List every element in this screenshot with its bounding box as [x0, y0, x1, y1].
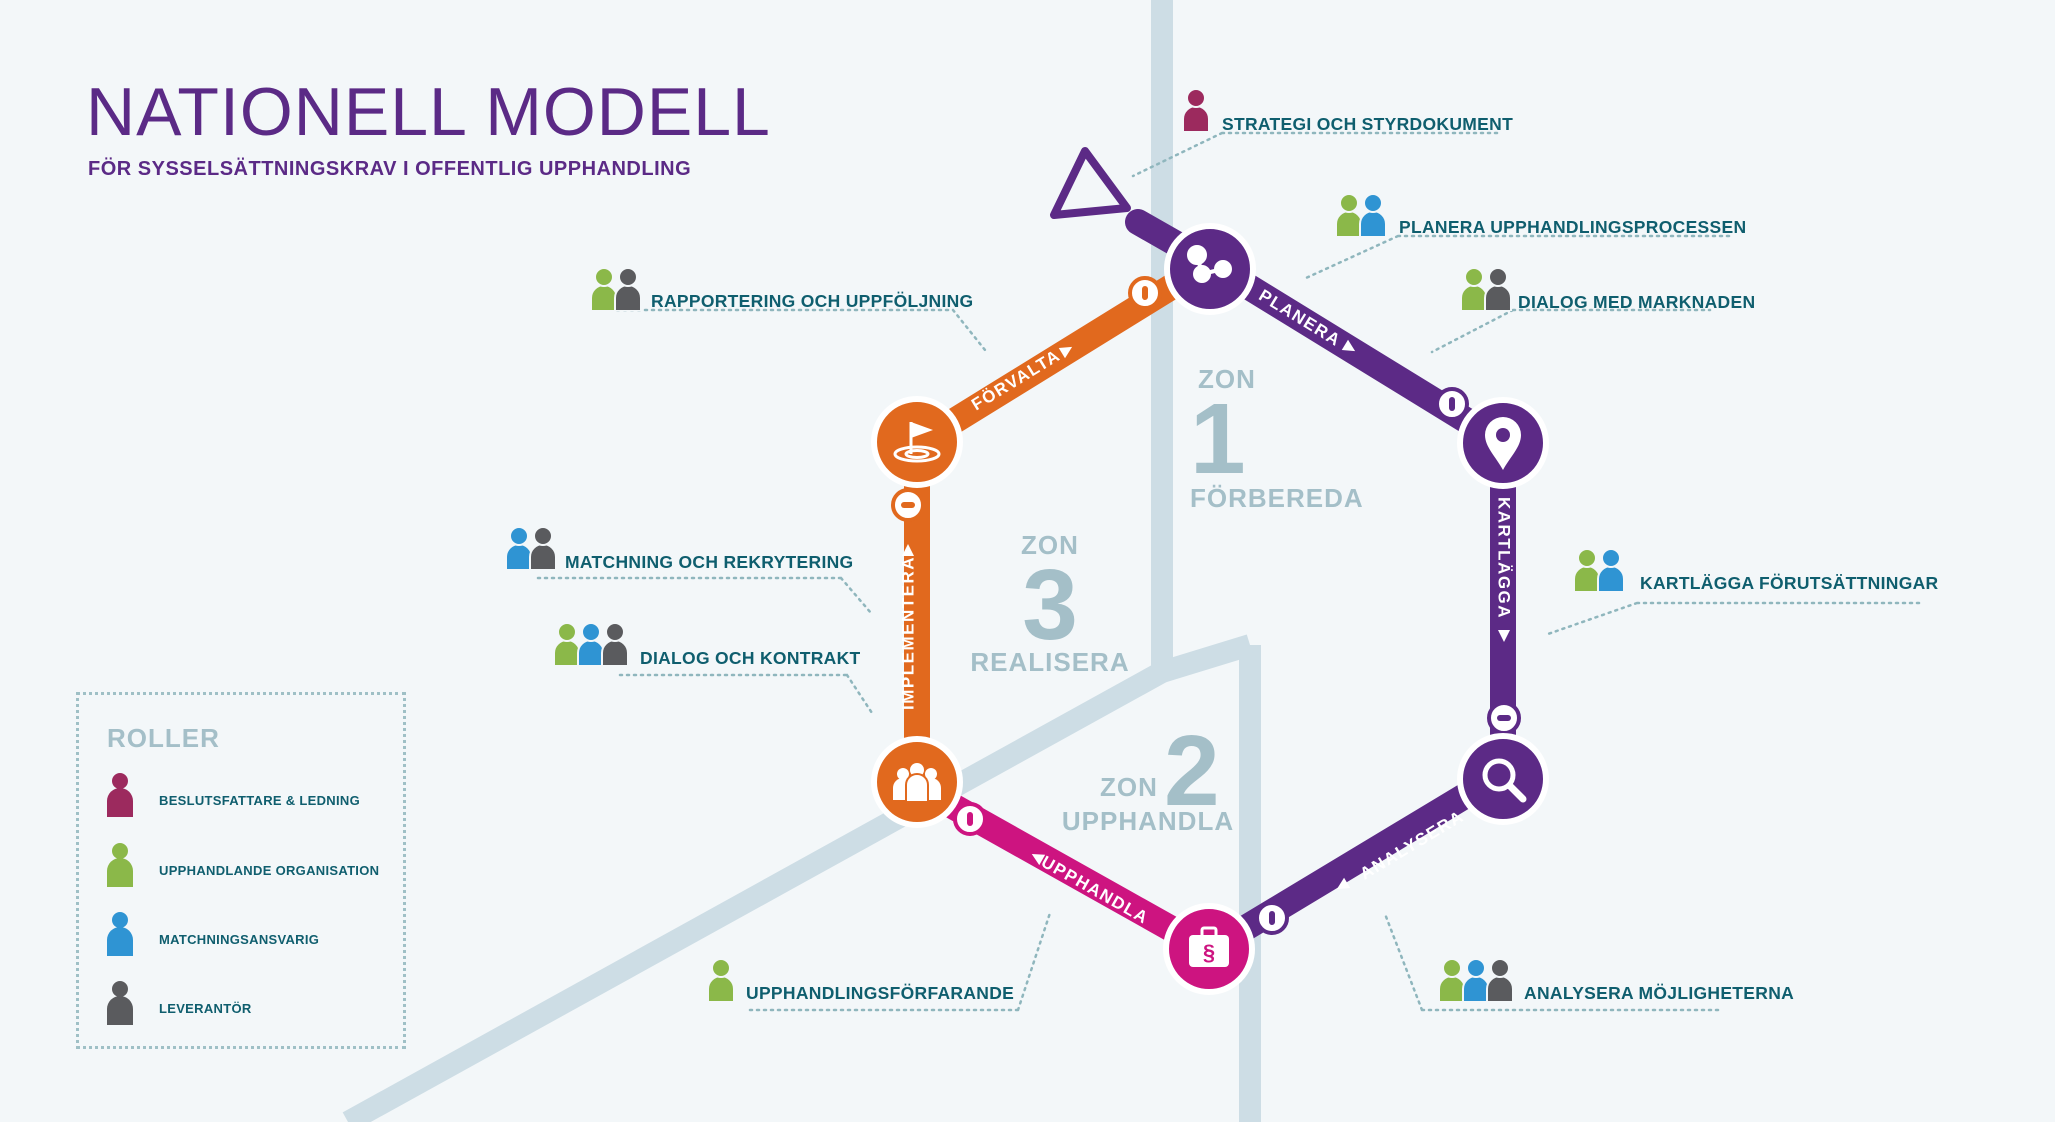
- activity-label: DIALOG OCH KONTRAKT: [640, 648, 861, 668]
- svg-text:§: §: [1203, 940, 1215, 965]
- legend-label: LEVERANTÖR: [159, 1001, 252, 1016]
- page-title: NATIONELL MODELL: [86, 74, 771, 150]
- track-label-upphandla: UPPHANDLA: [1038, 852, 1152, 928]
- checkpoint-icon: [1255, 901, 1289, 935]
- station-implementera: [871, 736, 963, 828]
- activity-label: UPPHANDLINGSFÖRFARANDE: [746, 983, 1015, 1003]
- person-icon-matchning: [505, 526, 533, 571]
- activity-label: STRATEGI OCH STYRDOKUMENT: [1222, 114, 1514, 134]
- person-icon-leverantor: [1486, 958, 1514, 1003]
- person-icon-upphandlande: [1438, 958, 1466, 1003]
- role-icons: [1438, 958, 1516, 1007]
- checkpoint-icon: [1435, 387, 1469, 421]
- person-icon-matchning: [1462, 958, 1490, 1003]
- person-icon-leverantor: [601, 622, 629, 667]
- people-group-icon: [893, 763, 941, 803]
- role-icons: [553, 622, 631, 671]
- activity-label: PLANERA UPPHANDLINGSPROCESSEN: [1399, 217, 1747, 237]
- role-icons: [505, 526, 559, 575]
- zone-number: 1: [1190, 383, 1246, 495]
- person-icon-beslutsfattare: [1182, 88, 1210, 133]
- person-icon-upphandlande: [707, 958, 735, 1003]
- activity-label: KARTLÄGGA FÖRUTSÄTTNINGAR: [1640, 573, 1939, 593]
- person-icon-leverantor: [614, 267, 642, 312]
- track-label-planera: PLANERA: [1256, 286, 1345, 351]
- role-icons: [1335, 193, 1389, 242]
- track-label-forvalta: FÖRVALTA: [968, 346, 1064, 415]
- track-label-kartlagga: KARTLÄGGA: [1495, 497, 1514, 619]
- legend-item: LEVERANTÖR: [105, 979, 395, 1029]
- role-icons: [1182, 88, 1212, 137]
- activity-label: MATCHNING OCH REKRYTERING: [565, 552, 854, 572]
- legend-label: MATCHNINGSANSVARIG: [159, 932, 320, 947]
- checkpoint-icon: [891, 488, 925, 522]
- legend-item: BESLUTSFATTARE & LEDNING: [105, 771, 395, 821]
- zone-name: FÖRBEREDA: [1190, 483, 1364, 513]
- role-icons: [1460, 267, 1514, 316]
- legend-item: UPPHANDLANDE ORGANISATION: [105, 841, 395, 891]
- leader-lines: [536, 131, 1924, 1012]
- map-pin-icon: [1485, 417, 1521, 470]
- person-icon: [107, 773, 133, 817]
- person-icon-upphandlande: [590, 267, 618, 312]
- zone-name: REALISERA: [970, 647, 1130, 677]
- checkpoint-icon: [1487, 701, 1521, 735]
- legend-title: ROLLER: [107, 723, 220, 753]
- legend-label: BESLUTSFATTARE & LEDNING: [159, 793, 360, 808]
- person-icon-matchning: [577, 622, 605, 667]
- activity-label: ANALYSERA MÖJLIGHETERNA: [1524, 983, 1795, 1003]
- person-icon-upphandlande: [1573, 548, 1601, 593]
- zone-number: 2: [1164, 715, 1220, 827]
- network-share-icon: [1187, 245, 1232, 283]
- start-arrow-icon: [1050, 147, 1131, 219]
- roles-legend: ROLLER BESLUTSFATTARE & LEDNING UPPHANDL…: [76, 692, 406, 1049]
- station-forvalta: [871, 396, 963, 488]
- page-subtitle: FÖR SYSSELSÄTTNINGSKRAV I OFFENTLIG UPPH…: [88, 158, 692, 180]
- person-icon-leverantor: [1484, 267, 1512, 312]
- checkpoint-icon: [953, 802, 987, 836]
- person-icon-leverantor: [529, 526, 557, 571]
- role-icons: [707, 958, 737, 1007]
- activity-label: DIALOG MED MARKNADEN: [1518, 292, 1756, 312]
- zone-1: ZON 1 FÖRBEREDA: [1190, 366, 1370, 511]
- role-icons: [590, 267, 644, 316]
- zone-word: ZON: [1021, 530, 1079, 560]
- magnifier-icon: [1482, 758, 1527, 803]
- person-icon-upphandlande: [1460, 267, 1488, 312]
- zone-word: ZON: [1198, 364, 1256, 394]
- legend-label: UPPHANDLANDE ORGANISATION: [159, 863, 380, 878]
- station-upphandla: §: [1163, 903, 1255, 995]
- legend-item: MATCHNINGSANSVARIG: [105, 910, 395, 960]
- person-icon-matchning: [1359, 193, 1387, 238]
- person-icon: [107, 912, 133, 956]
- person-icon: [107, 843, 133, 887]
- checkpoint-icon: [1128, 276, 1162, 310]
- station-planera: [1164, 223, 1256, 315]
- zone-3: ZON 3 REALISERA: [960, 532, 1140, 675]
- zone-number: 3: [1022, 549, 1078, 661]
- track-label-implementera: IMPLEMENTERA: [899, 556, 918, 710]
- checkpoints: [891, 276, 1521, 935]
- person-icon-upphandlande: [553, 622, 581, 667]
- flag-target-icon: [893, 422, 941, 463]
- person-icon-matchning: [1597, 548, 1625, 593]
- zone-word: ZON: [1100, 772, 1158, 802]
- zone-name: UPPHANDLA: [1061, 806, 1235, 836]
- person-icon: [107, 981, 133, 1025]
- activity-label: RAPPORTERING OCH UPPFÖLJNING: [651, 291, 974, 311]
- briefcase-paragraph-icon: §: [1189, 926, 1229, 967]
- direction-arrows: [902, 339, 1510, 890]
- role-icons: [1573, 548, 1627, 597]
- station-analysera: [1457, 733, 1549, 825]
- zone-2: ZON 2 UPPHANDLA: [1058, 721, 1238, 836]
- person-icon-upphandlande: [1335, 193, 1363, 238]
- station-kartlagga: [1457, 397, 1549, 489]
